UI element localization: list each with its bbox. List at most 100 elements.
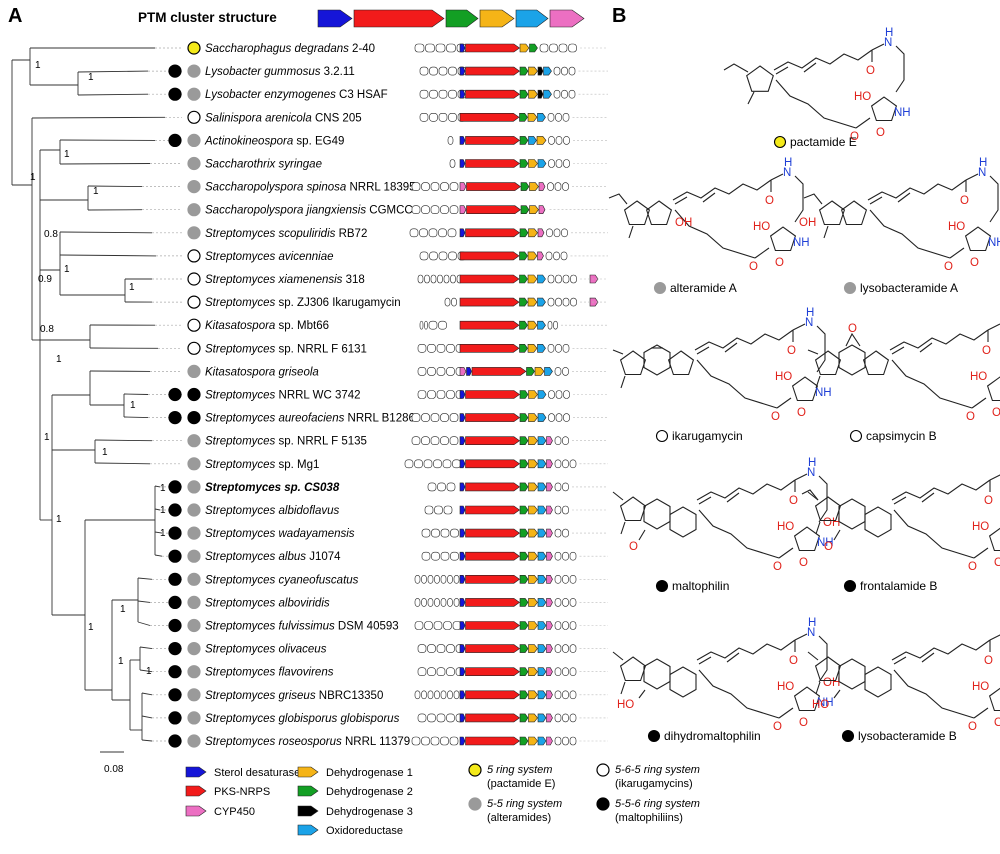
blue-gene [459, 43, 466, 53]
green-gene [519, 390, 529, 399]
bond [801, 489, 819, 501]
tree-branch [137, 600, 151, 603]
unannotated-gene [553, 320, 558, 330]
taxon-species: Streptomyces flavovirens [205, 667, 334, 679]
pink-gene [546, 436, 553, 446]
taxon-strain: sp. EG49 [293, 135, 344, 147]
unannotated-gene [547, 274, 555, 284]
taxon-species: Saccharophagus degradans [205, 43, 349, 55]
unannotated-gene [555, 274, 562, 284]
compound-name: capsimycin B [866, 429, 937, 443]
ring-system-marker [187, 156, 201, 171]
blue-gene [459, 528, 466, 538]
atom-label: O [773, 721, 782, 733]
unannotated-gene [421, 736, 430, 746]
compound-name: pactamide E [790, 135, 857, 149]
cyan-gene [537, 598, 547, 607]
cyan-gene [537, 159, 547, 168]
bond [776, 397, 792, 409]
cyan-gene [537, 505, 547, 515]
ring-system-marker [187, 364, 201, 378]
gene-cluster-row [419, 89, 608, 99]
taxon-label: Lysobacter gummosus 3.2.11 [205, 66, 355, 78]
unannotated-gene [554, 713, 562, 723]
cyan-gene [537, 528, 547, 538]
bond [869, 209, 951, 259]
ring-system-marker [187, 133, 201, 147]
compound-marker [849, 429, 863, 443]
green-gene [519, 343, 528, 353]
unannotated-gene [446, 713, 455, 723]
cyan-gene [537, 113, 546, 122]
unannotated-gene [563, 413, 570, 422]
pink-gene [459, 367, 467, 376]
gene-cluster-row [444, 297, 608, 307]
cyan-gene [537, 551, 547, 561]
taxon-label: Streptomyces aureofaciens NRRL B1286 [205, 413, 415, 425]
bootstrap-value: 0.8 [44, 229, 58, 240]
atom-label: O [749, 261, 758, 273]
unannotated-gene [562, 182, 569, 191]
green-gene [519, 551, 529, 561]
unannotated-gene [427, 390, 436, 399]
unannotated-gene [414, 598, 421, 607]
bond [862, 350, 890, 376]
legend-swatch [185, 785, 207, 797]
orange-gene [527, 297, 538, 307]
unannotated-gene [424, 621, 433, 630]
structure: HOONHHONOOOH [807, 634, 1000, 733]
unannotated-gene [569, 667, 577, 677]
pink-gene [538, 205, 546, 214]
unannotated-gene [434, 505, 443, 515]
unannotated-gene [434, 598, 440, 607]
unannotated-gene [411, 205, 421, 214]
bond [855, 117, 871, 129]
atom-label: OH [799, 217, 816, 229]
atom-label: NH [894, 107, 911, 119]
atom-label: N [884, 37, 892, 49]
tree-branch [139, 646, 153, 650]
compound-name: alteramide A [670, 281, 737, 295]
gene-cluster-row [411, 736, 608, 746]
taxon-markers [168, 41, 201, 748]
atom-label: O [848, 323, 857, 335]
taxon-species: Saccharothrix syringae [205, 159, 322, 171]
bootstrap-value: 1 [102, 447, 108, 458]
unannotated-gene [427, 343, 436, 353]
bond [891, 639, 991, 661]
green-gene [519, 228, 529, 238]
ring-system-marker [187, 641, 201, 656]
tree-branch [59, 163, 151, 165]
taxon-strain: sp. Mbt66 [275, 320, 329, 332]
green-gene [519, 667, 529, 677]
atom-label: O [982, 345, 991, 357]
compound-marker [655, 429, 669, 443]
unannotated-gene [548, 136, 555, 145]
gene-cluster-row [409, 228, 608, 238]
blue-gene [459, 436, 466, 446]
cyan-gene [537, 343, 546, 353]
unannotated-gene [562, 644, 569, 653]
atom-label: HO [777, 681, 794, 693]
unannotated-gene [554, 690, 562, 700]
red-gene [459, 274, 520, 284]
tree-branch [137, 621, 151, 626]
red-gene [465, 436, 521, 446]
orange-gene [528, 713, 538, 723]
ring-title: 5-5 ring system [487, 798, 562, 810]
black-gene [537, 89, 544, 99]
blue-gene [459, 598, 466, 607]
taxon-label: Streptomyces sp. NRRL F 6131 [205, 343, 367, 355]
unannotated-gene [562, 436, 569, 446]
taxon-label: Streptomyces NRRL WC 3742 [205, 390, 361, 402]
atom-label: O [850, 131, 859, 143]
unannotated-gene [553, 228, 561, 238]
atom-label: HO [617, 699, 634, 711]
tree-branch [31, 116, 166, 119]
blue-gene-arrow [317, 9, 353, 28]
compound-marker [843, 579, 857, 593]
taxon-species: Kitasatospora [205, 320, 275, 332]
tree-branch [123, 393, 149, 395]
unannotated-gene [554, 182, 562, 191]
